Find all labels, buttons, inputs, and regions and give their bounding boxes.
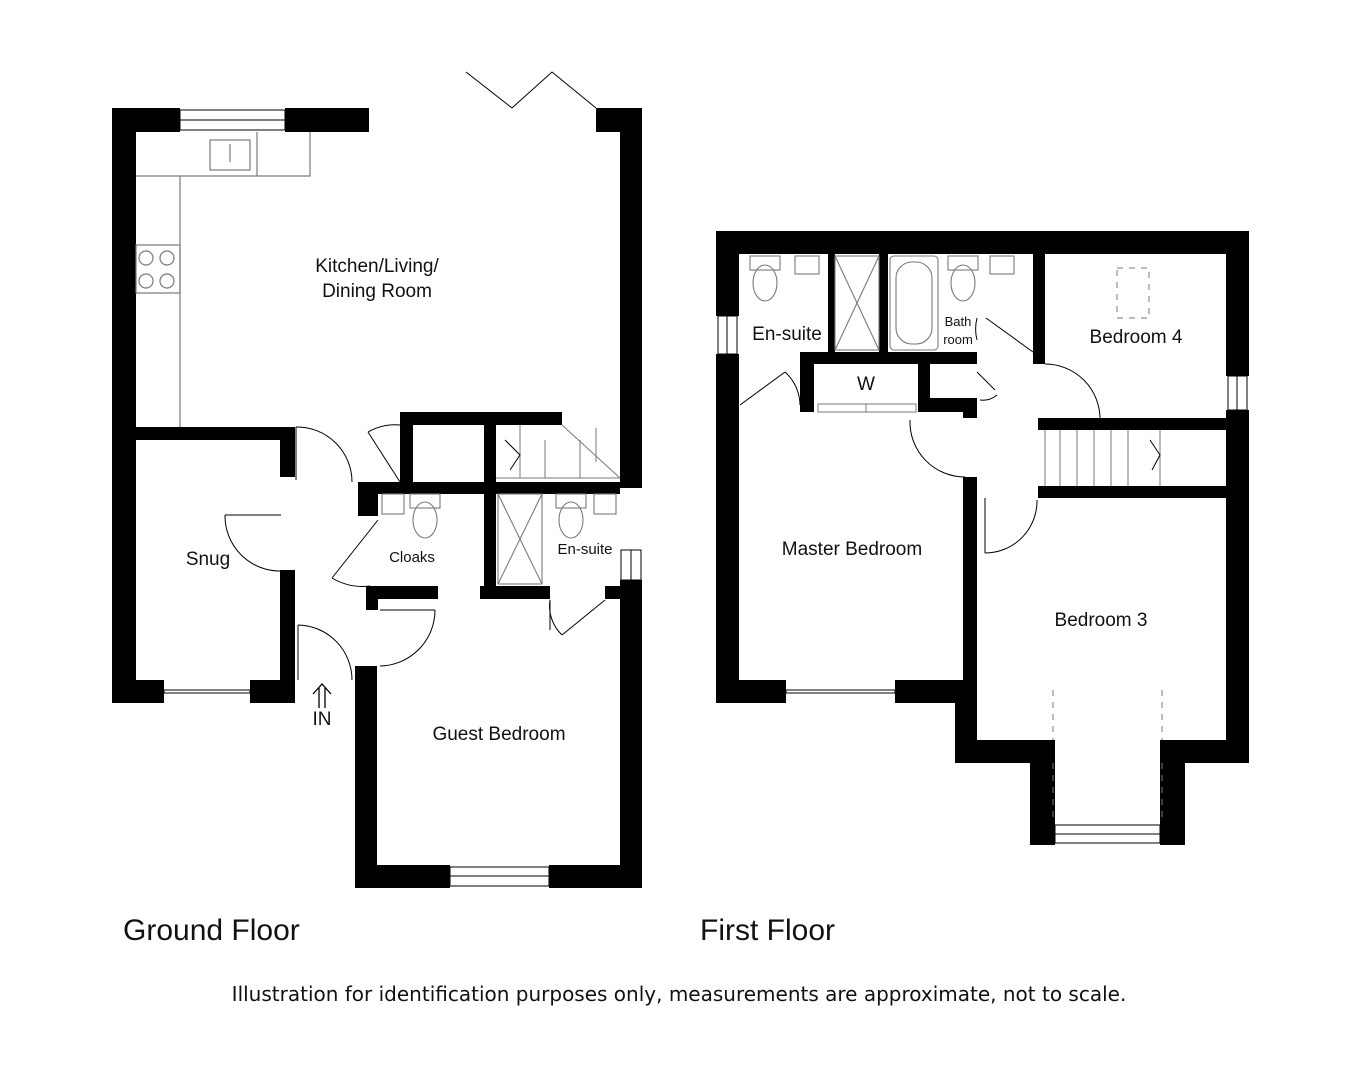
kitchen-label-line2: Dining Room	[322, 281, 432, 302]
master-bedroom-label: Master Bedroom	[782, 539, 922, 560]
wardrobe-label: W	[857, 374, 875, 395]
wardrobe-doors	[817, 403, 917, 413]
first-floor-labels: En-suite Bath room Bedroom 4 W Master Be…	[752, 314, 1183, 631]
bay-window-lines	[1052, 267, 1163, 823]
ground-floor-doors	[224, 424, 606, 681]
first-floor-walls	[716, 231, 1249, 845]
bifold-doors	[465, 71, 597, 109]
first-floor-plan: En-suite Bath room Bedroom 4 W Master Be…	[716, 231, 1249, 845]
first-floor-doors	[739, 317, 1101, 554]
kitchen-units	[135, 132, 311, 427]
bathroom-label-line2: room	[943, 332, 973, 347]
entrance-label: IN	[313, 709, 332, 730]
first-floor-windows	[717, 315, 1248, 844]
bathroom-label-line1: Bath	[945, 314, 972, 329]
ground-floor-labels: Kitchen/Living/ Dining Room Snug Cloaks …	[186, 256, 613, 745]
bedroom3-label: Bedroom 3	[1055, 610, 1148, 631]
ground-floor-plan: Kitchen/Living/ Dining Room Snug Cloaks …	[112, 71, 642, 888]
ground-floor-title: Ground Floor	[123, 914, 300, 947]
bedroom4-label: Bedroom 4	[1090, 327, 1183, 348]
ground-ensuite-label: En-suite	[557, 541, 612, 558]
entrance-arrow-icon	[312, 683, 332, 708]
guest-bedroom-label: Guest Bedroom	[432, 724, 565, 745]
ground-floor-stairs	[496, 424, 621, 479]
first-floor-stairs	[1044, 430, 1161, 486]
snug-label: Snug	[186, 549, 230, 570]
first-floor-sanitary	[749, 255, 1015, 351]
first-floor-title: First Floor	[700, 914, 835, 947]
ground-floor-sanitary	[381, 493, 617, 585]
first-ensuite-label: En-suite	[752, 324, 822, 345]
disclaimer-text: Illustration for identification purposes…	[232, 982, 1127, 1006]
cloaks-label: Cloaks	[389, 549, 435, 566]
ground-floor-walls	[112, 108, 642, 888]
ground-floor-windows	[163, 109, 642, 887]
kitchen-label-line1: Kitchen/Living/	[315, 256, 439, 277]
